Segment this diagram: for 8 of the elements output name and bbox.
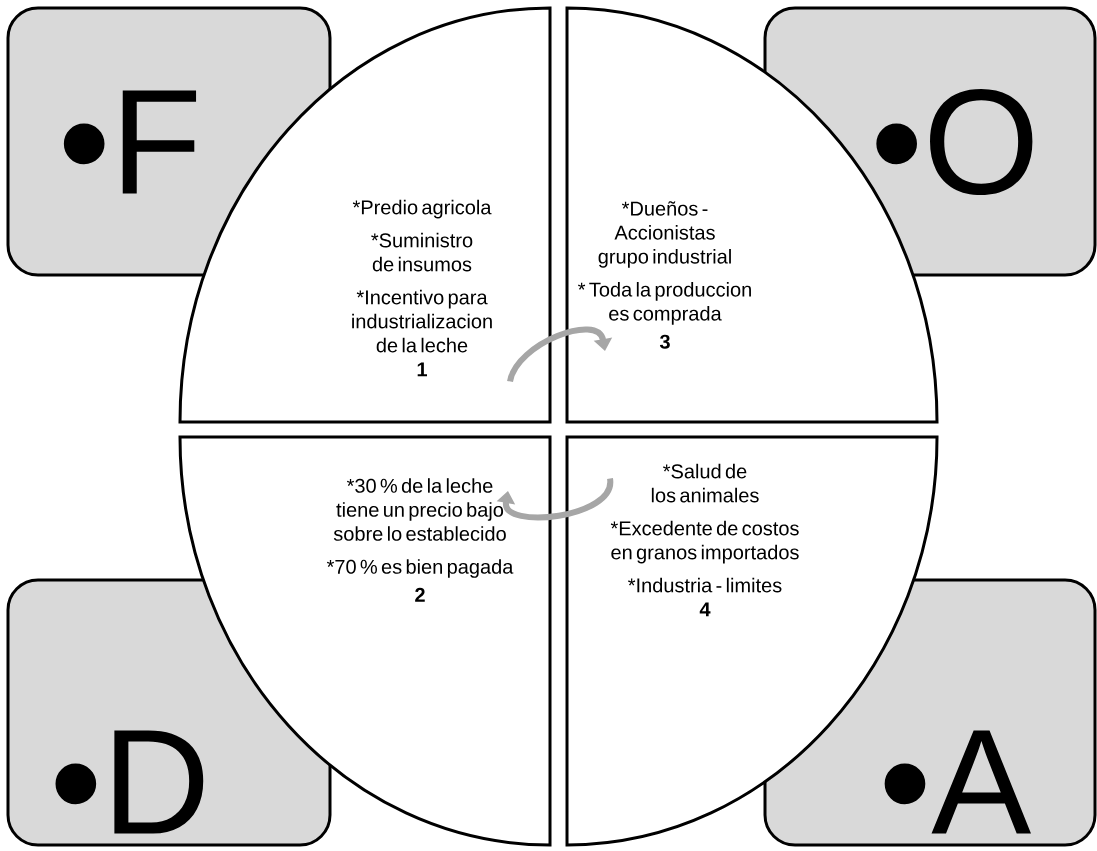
node-label: *Salud de los animales (651, 463, 759, 503)
node-label: 4 (699, 602, 711, 617)
cycle-arrow (507, 326, 613, 383)
node-label: *Excedente de costos en granos importados (610, 520, 799, 564)
node-label: 2 (415, 587, 425, 602)
cycle-arrow (496, 478, 613, 521)
node-label: *70 % es bien pagada (326, 559, 514, 578)
node-label: *30 % de la leche tiene un precio bajo sobre lo establecido (333, 478, 506, 541)
